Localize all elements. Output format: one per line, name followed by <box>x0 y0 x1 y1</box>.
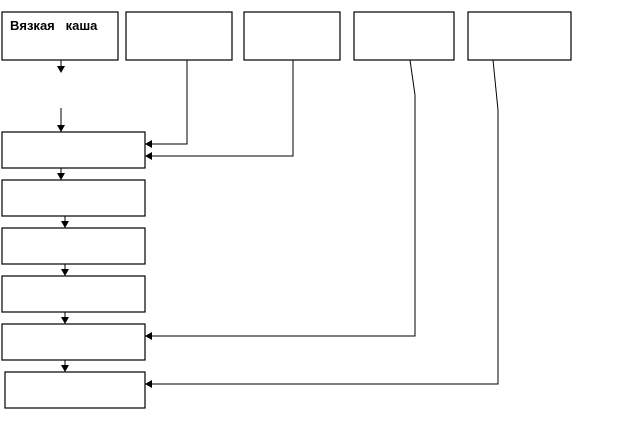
arrow-process-5-to-6 <box>61 360 69 372</box>
process-box-2 <box>1 179 146 217</box>
process-box-3 <box>1 227 146 265</box>
top-box-5 <box>467 11 572 61</box>
arrow-process-2-to-3 <box>61 216 69 228</box>
top-box-1: Вязкая каша <box>1 11 119 61</box>
process-box-4 <box>1 275 146 313</box>
arrow-process-3-to-4 <box>61 264 69 276</box>
top-box-1-label: Вязкая каша <box>10 18 98 33</box>
process-box-1 <box>1 131 146 169</box>
top-box-2 <box>125 11 233 61</box>
top-box-4 <box>353 11 455 61</box>
top-box-3 <box>243 11 341 61</box>
arrow-top-box-5-to-process-6 <box>145 59 499 388</box>
arrow-process-1-to-2 <box>57 168 65 180</box>
process-box-6 <box>4 371 146 409</box>
arrow-into-process-box-1 <box>57 108 65 132</box>
arrow-top-box-1-stub <box>57 60 65 73</box>
process-box-5 <box>1 323 146 361</box>
arrow-top-box-2-to-process-1 <box>145 60 188 148</box>
arrow-top-box-3-to-process-1 <box>145 60 294 160</box>
arrow-process-4-to-5 <box>61 312 69 324</box>
arrow-top-box-4-to-process-5 <box>145 59 416 340</box>
